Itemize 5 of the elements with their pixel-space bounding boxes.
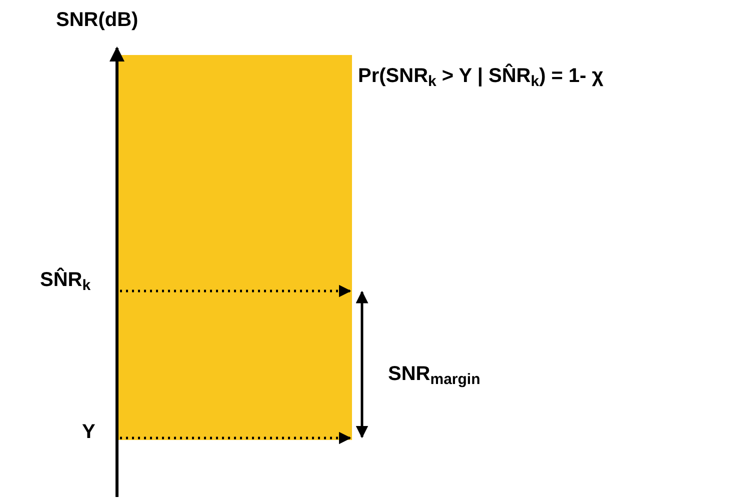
level-label: Y <box>82 420 96 445</box>
probability-equation: Pr(SNR$_{k}$ > Y | SN̂R$_{k}$) = 1- χ <box>358 62 604 90</box>
axis-label: SNR(dB) <box>56 8 138 33</box>
level-label: SN̂R$_{k}$ <box>40 266 91 294</box>
margin-label: SNR$_{margin}$ <box>388 362 480 388</box>
